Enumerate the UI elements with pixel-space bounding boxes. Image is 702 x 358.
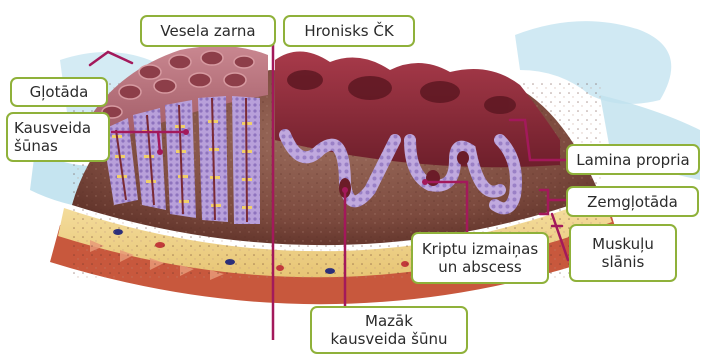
- label-mucosa: Gļotāda: [10, 77, 108, 107]
- label-chronic-uc: Hronisks ČK: [283, 15, 415, 47]
- label-crypt-changes: Kriptu izmaiņas un abscess: [411, 232, 549, 284]
- label-fewer-goblet-cells: Mazāk kausveida šūnu: [310, 306, 468, 354]
- label-lamina-propria: Lamina propria: [566, 144, 700, 175]
- label-healthy-colon: Vesela zarna: [140, 15, 276, 47]
- label-goblet-cells: Kausveida šūnas: [6, 112, 110, 162]
- label-submucosa: Zemgļotāda: [566, 186, 699, 217]
- label-muscle-layer: Muskuļu slānis: [569, 224, 677, 282]
